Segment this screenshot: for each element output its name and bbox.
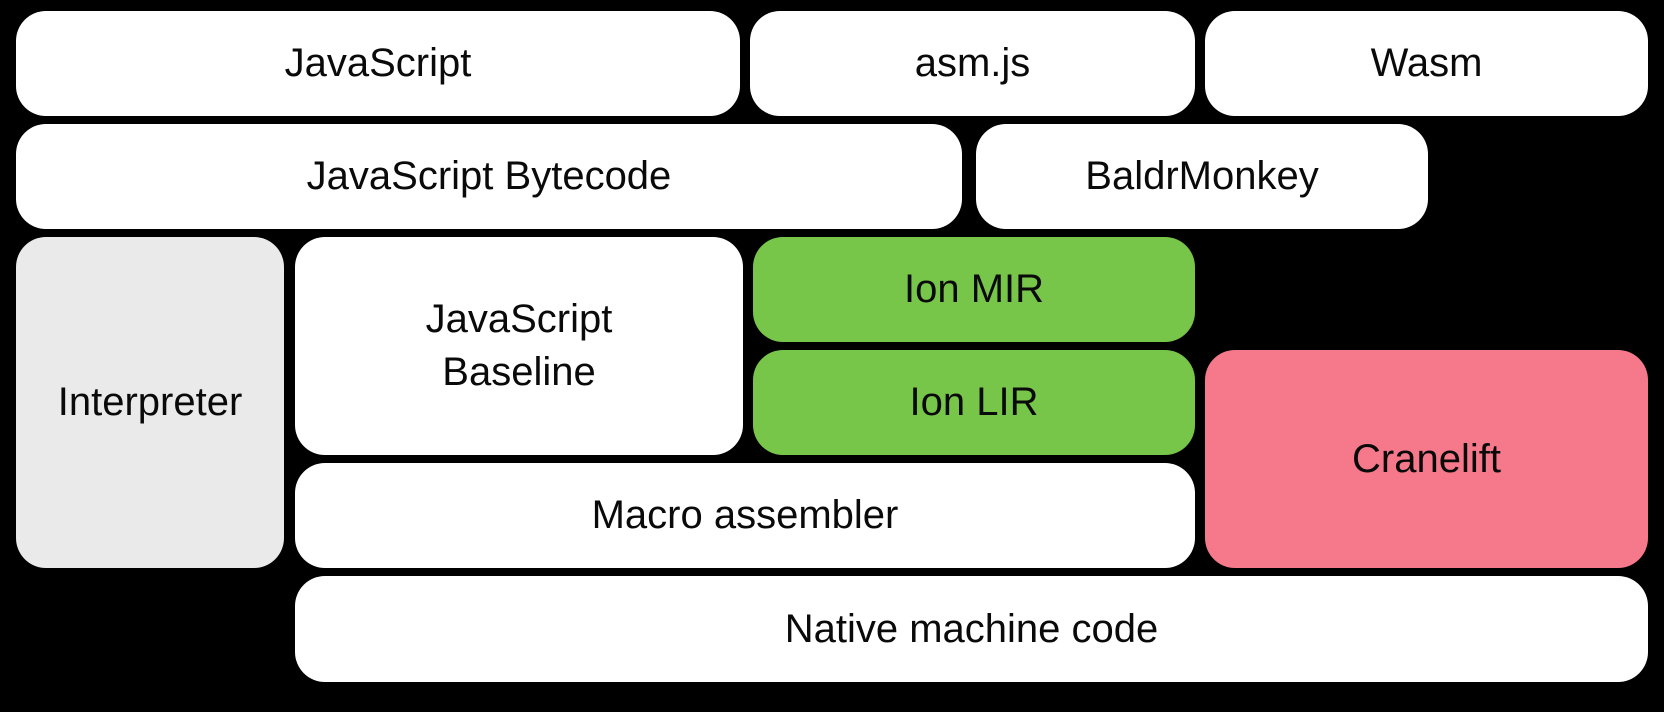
box-wasm-label: Wasm bbox=[1370, 41, 1483, 86]
box-baldrmonkey: BaldrMonkey bbox=[976, 124, 1428, 229]
box-ion-lir: Ion LIR bbox=[753, 350, 1195, 455]
box-cranelift: Cranelift bbox=[1205, 350, 1648, 568]
box-wasm: Wasm bbox=[1205, 11, 1648, 116]
box-baldrmonkey-label: BaldrMonkey bbox=[1085, 154, 1319, 199]
box-asmjs-label: asm.js bbox=[914, 41, 1031, 86]
box-native-machine-code: Native machine code bbox=[295, 576, 1648, 682]
box-asmjs: asm.js bbox=[750, 11, 1195, 116]
box-javascript-baseline-label: JavaScript Baseline bbox=[425, 297, 613, 394]
box-javascript-label: JavaScript bbox=[284, 41, 472, 86]
box-interpreter-label: Interpreter bbox=[57, 380, 243, 425]
box-ion-mir-label: Ion MIR bbox=[903, 267, 1045, 312]
box-interpreter: Interpreter bbox=[16, 237, 284, 568]
box-ion-lir-label: Ion LIR bbox=[909, 380, 1039, 425]
box-javascript-bytecode-label: JavaScript Bytecode bbox=[306, 154, 672, 199]
box-cranelift-label: Cranelift bbox=[1352, 436, 1501, 481]
box-javascript-bytecode: JavaScript Bytecode bbox=[16, 124, 962, 229]
box-javascript: JavaScript bbox=[16, 11, 740, 116]
box-macro-assembler-label: Macro assembler bbox=[591, 493, 899, 538]
box-ion-mir: Ion MIR bbox=[753, 237, 1195, 342]
box-macro-assembler: Macro assembler bbox=[295, 463, 1195, 568]
box-javascript-baseline: JavaScript Baseline bbox=[295, 237, 743, 455]
box-native-machine-code-label: Native machine code bbox=[784, 606, 1159, 651]
